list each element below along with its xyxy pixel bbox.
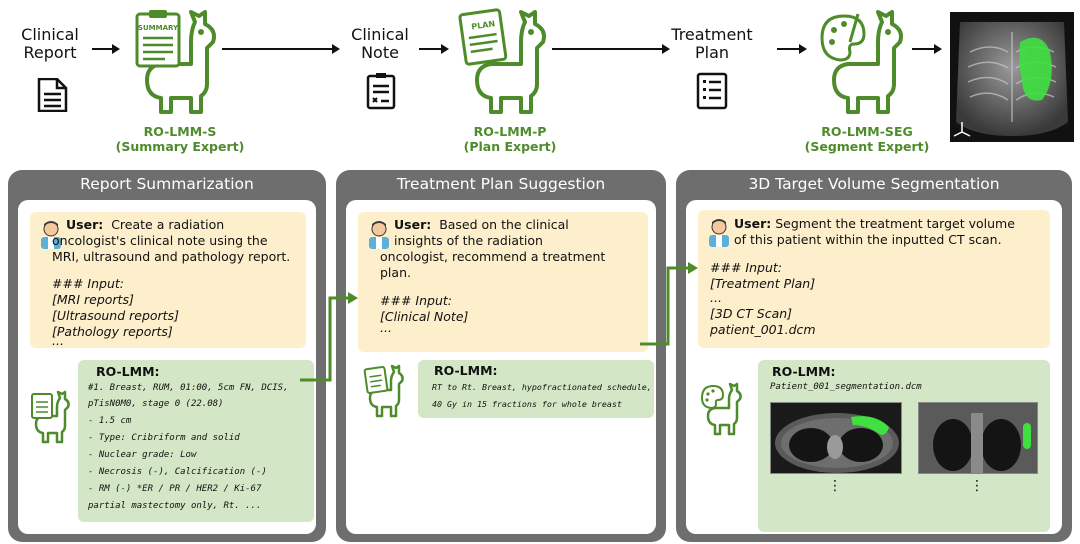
user-line: oncologist's clinical note using the xyxy=(52,233,268,248)
model-name-p: RO-LMM-P xyxy=(473,124,547,139)
panel-treatment-plan: Treatment Plan Suggestion User: Based on… xyxy=(336,170,666,542)
ai-line: #1. Breast, RUM, 01:00, 5cm FN, DCIS, xyxy=(88,383,289,393)
input-line: [Pathology reports] xyxy=(52,324,173,339)
ai-response: RO-LMM: RT to Rt. Breast, hypofractionat… xyxy=(418,360,654,418)
doctor-avatar-icon xyxy=(709,219,729,247)
clinical-note-label: Clinical Note xyxy=(351,25,409,62)
checklist-icon xyxy=(696,72,728,110)
model-name-seg: RO-LMM-SEG xyxy=(821,124,913,139)
model-role-seg: (Segment Expert) xyxy=(804,139,930,154)
panel-title: Report Summarization xyxy=(80,175,254,193)
panel-title: 3D Target Volume Segmentation xyxy=(748,175,1000,193)
document-icon xyxy=(37,78,68,112)
input-line: patient_001.dcm xyxy=(710,322,816,337)
ai-line: - Type: Cribriform and solid xyxy=(88,433,240,443)
ai-line: - 1.5 cm xyxy=(88,416,132,426)
ai-label: RO-LMM: xyxy=(96,364,160,379)
ai-line: - Necrosis (-), Calcification (-) xyxy=(88,467,267,477)
model-role-s: (Summary Expert) xyxy=(115,139,245,154)
ai-line: - Nuclear grade: Low xyxy=(88,450,197,460)
arrow-icon xyxy=(92,44,120,54)
input-line: [MRI reports] xyxy=(52,292,134,307)
user-message: User: Create a radiation oncologist's cl… xyxy=(30,212,306,348)
panel-body: User: Create a radiation oncologist's cl… xyxy=(18,200,316,534)
user-line: User: Segment the treatment target volum… xyxy=(734,216,1015,231)
user-line: of this patient within the inputted CT s… xyxy=(734,232,1002,247)
ai-line: RT to Rt. Breast, hypofractionated sched… xyxy=(432,382,652,392)
llama-segment-avatar-icon xyxy=(700,382,742,436)
clinical-report-label: Clinical Report xyxy=(21,25,79,62)
input-line: ### Input: xyxy=(710,260,782,275)
llama-segment-icon xyxy=(820,10,903,114)
panel-report-summarization: Report Summarization User: Create a radi… xyxy=(8,170,326,542)
arrow-icon xyxy=(419,44,449,54)
user-line: User: Based on the clinical xyxy=(394,217,569,232)
more-slices-ellipsis: ⋮ xyxy=(828,478,842,494)
ai-line: - RM (-) *ER / PR / HER2 / Ki-67 xyxy=(88,484,262,494)
user-line: plan. xyxy=(380,265,411,280)
doctor-avatar-icon xyxy=(41,221,61,249)
input-line: ### Input: xyxy=(380,293,452,308)
input-line: ### Input: xyxy=(52,276,124,291)
user-message: User: Segment the treatment target volum… xyxy=(698,210,1050,348)
model-role-p: (Plan Expert) xyxy=(463,139,557,154)
ai-response: RO-LMM: #1. Breast, RUM, 01:00, 5cm FN, … xyxy=(78,360,314,522)
svg-text:SUMMARY: SUMMARY xyxy=(138,24,179,32)
ai-line: Patient_001_segmentation.dcm xyxy=(770,382,922,392)
ai-label: RO-LMM: xyxy=(772,364,836,379)
input-line: ... xyxy=(380,320,392,335)
user-line: insights of the radiation xyxy=(394,233,543,248)
llama-plan-icon: PLAN xyxy=(458,8,546,114)
ai-label: RO-LMM: xyxy=(434,363,498,378)
model-name-s: RO-LMM-S xyxy=(143,124,217,139)
treatment-plan-label: Treatment Plan xyxy=(671,25,753,62)
user-line: MRI, ultrasound and pathology report. xyxy=(52,249,291,264)
ai-line: pTisN0M0, stage 0 (22.08) xyxy=(88,399,224,409)
ct-3d-render xyxy=(950,12,1074,142)
ct-axial-slice xyxy=(770,402,902,474)
panel-title: Treatment Plan Suggestion xyxy=(396,175,606,193)
panel-body: User: Based on the clinical insights of … xyxy=(346,200,656,534)
arrow-icon xyxy=(777,44,807,54)
arrow-icon xyxy=(552,44,670,54)
clipboard-icon xyxy=(366,73,396,110)
input-line: [3D CT Scan] xyxy=(710,306,793,321)
panel-segmentation: 3D Target Volume Segmentation User: Segm… xyxy=(676,170,1072,542)
user-line: User: Create a radiation xyxy=(66,217,225,232)
llama-summary-avatar-icon xyxy=(31,390,70,444)
doctor-avatar-icon xyxy=(369,221,389,249)
user-message: User: Based on the clinical insights of … xyxy=(358,212,648,352)
svg-text:PLAN: PLAN xyxy=(471,19,496,31)
input-line: [Clinical Note] xyxy=(380,309,469,324)
connector-arrow xyxy=(300,292,358,382)
ai-response: RO-LMM: Patient_001_segmentation.dcm xyxy=(758,360,1050,532)
more-slices-ellipsis: ⋮ xyxy=(970,478,984,494)
ct-coronal-slice xyxy=(918,402,1038,474)
llama-summary-icon: SUMMARY xyxy=(135,10,216,114)
arrow-icon xyxy=(222,44,340,54)
panel-body: User: Segment the treatment target volum… xyxy=(686,200,1062,534)
ai-line: 40 Gy in 15 fractions for whole breast xyxy=(432,399,622,409)
input-line: [Ultrasound reports] xyxy=(52,308,179,323)
input-line: ... xyxy=(710,290,722,305)
llama-plan-avatar-icon xyxy=(363,364,404,418)
input-line: ... xyxy=(52,333,64,348)
connector-arrow xyxy=(640,262,698,346)
ai-line: partial mastectomy only, Rt. ... xyxy=(88,501,262,511)
arrow-icon xyxy=(912,44,942,54)
user-line: oncologist, recommend a treatment xyxy=(380,249,606,264)
input-line: [Treatment Plan] xyxy=(710,276,816,291)
